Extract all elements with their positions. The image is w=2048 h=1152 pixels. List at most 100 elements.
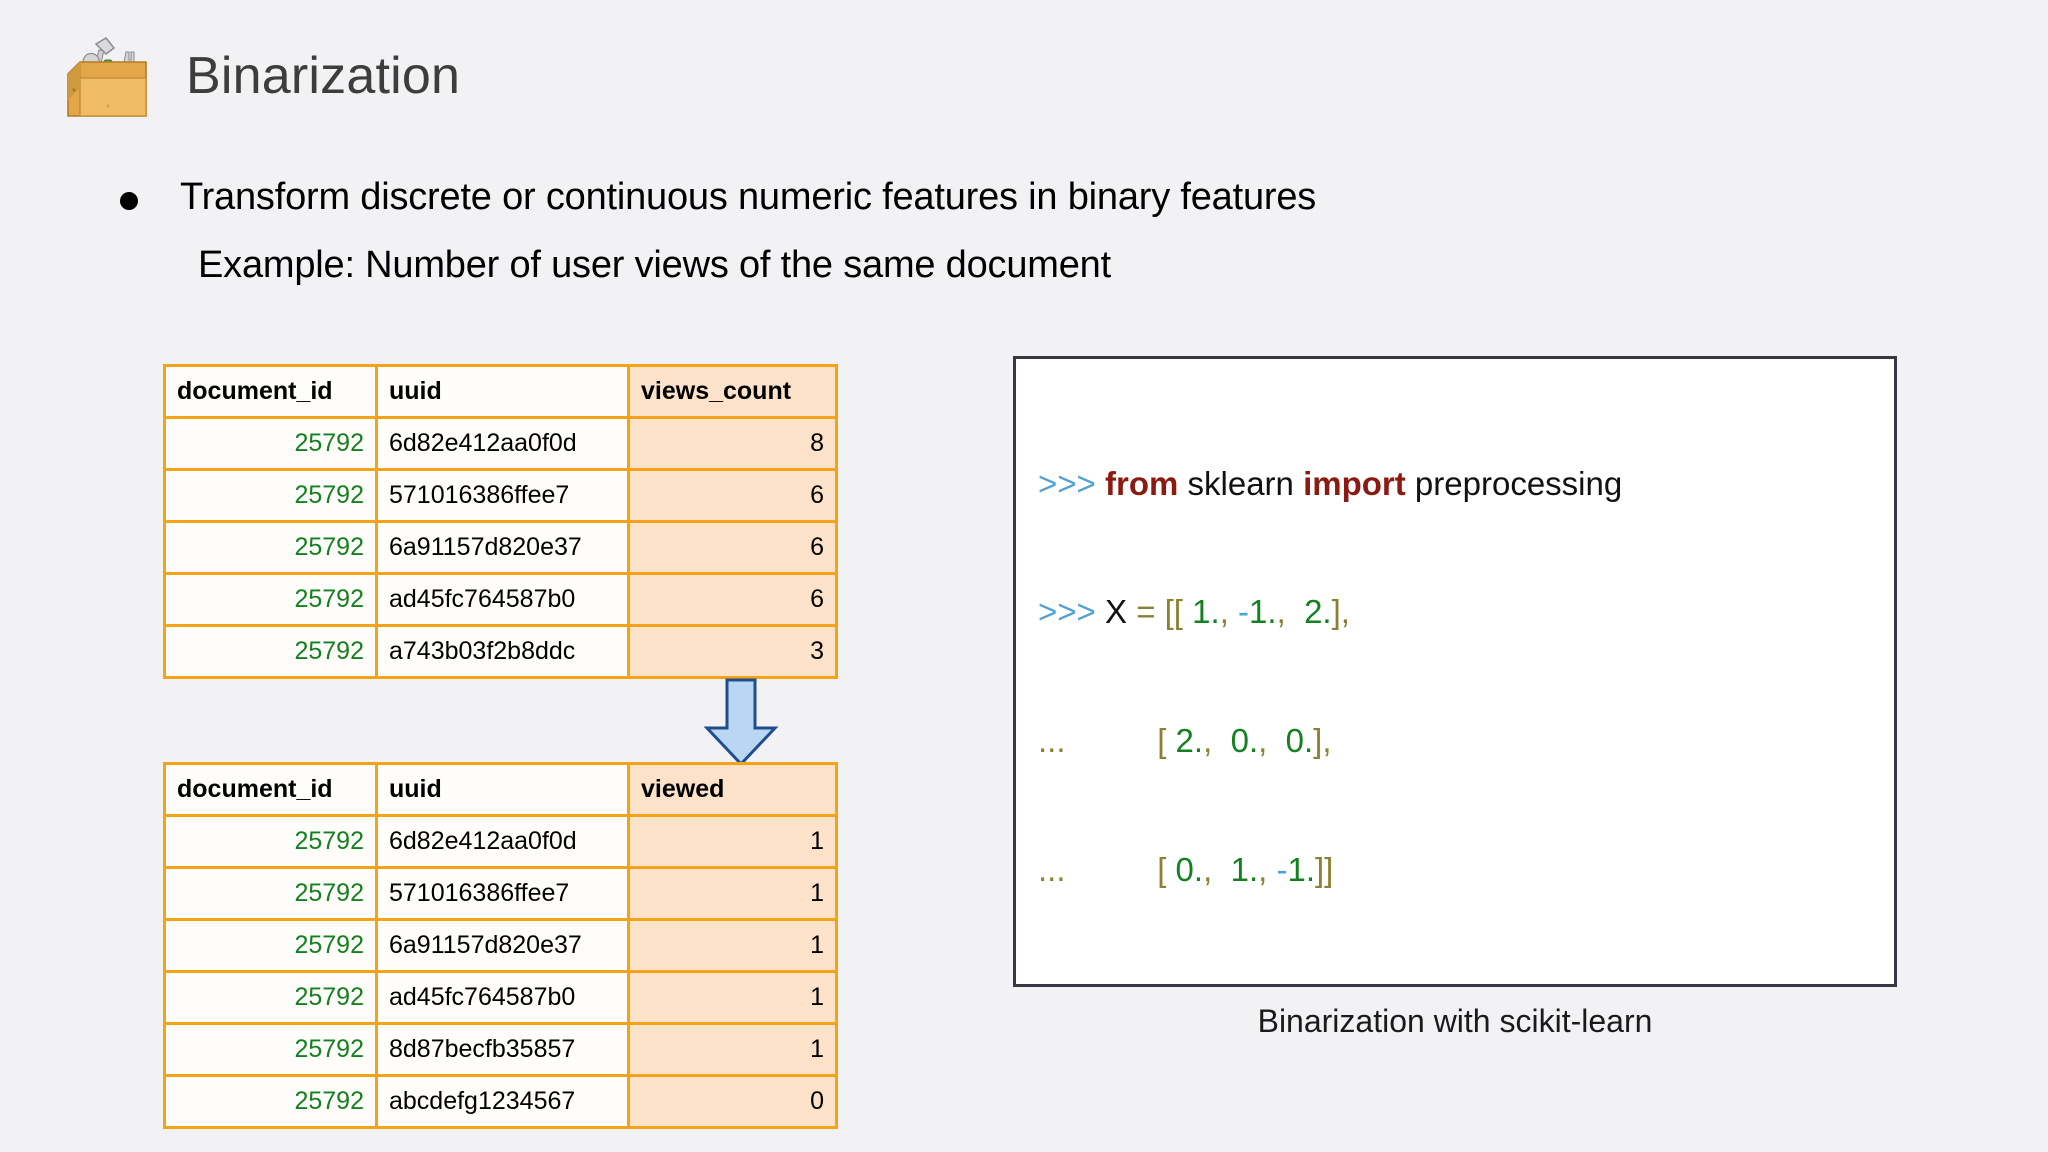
code-number: 0. [1230,722,1259,760]
cell-uuid: abcdefg1234567 [375,1074,630,1129]
cell-document-id: 25792 [163,1022,378,1077]
table-header-row: document_id uuid views_count [163,364,838,419]
cell-uuid: 571016386ffee7 [375,866,630,921]
code-number: 0. [1285,722,1314,760]
bullet-text-example: Example: Number of user views of the sam… [198,243,1111,286]
code-line: ... [ 2., 0., 0.], [1038,720,1872,763]
table-row: 25792 ad45fc764587b0 6 [163,572,838,627]
code-module-sklearn: sklearn [1187,464,1294,502]
code-prompt: >>> [1038,593,1096,631]
column-header-views-count: views_count [627,364,838,419]
cell-viewed: 1 [627,970,838,1025]
table-row: 25792 571016386ffee7 6 [163,468,838,523]
code-minus: - [1238,593,1250,631]
column-header-viewed: viewed [627,762,838,817]
code-bracket: ] [1331,593,1341,631]
code-comma: , [1203,850,1213,888]
cell-viewed: 1 [627,918,838,973]
page-title: Binarization [186,47,461,105]
code-number: 1. [1287,850,1315,888]
table-row: 25792 a743b03f2b8ddc 3 [163,624,838,679]
cell-document-id: 25792 [163,970,378,1025]
code-operator-assign: = [1136,593,1156,631]
table-row: 25792 abcdefg1234567 0 [163,1074,838,1129]
code-module-preprocessing: preprocessing [1414,464,1623,502]
code-comma: , [1322,722,1332,760]
cell-viewed: 1 [627,866,838,921]
bullet-item: Transform discrete or continuous numeric… [120,175,1920,220]
cell-uuid: ad45fc764587b0 [375,970,630,1025]
code-comma: , [1276,593,1286,631]
code-continuation-prompt: ... [1038,850,1066,888]
cell-views-count: 6 [627,468,838,523]
cell-uuid: 6a91157d820e37 [375,918,630,973]
cell-document-id: 25792 [163,416,378,471]
code-number: 1. [1249,593,1277,631]
code-number: 2. [1166,722,1204,760]
column-header-uuid: uuid [375,762,630,817]
code-comma: , [1258,722,1268,760]
code-number: 2. [1304,593,1332,631]
cell-viewed: 0 [627,1074,838,1129]
code-minus: - [1276,850,1288,888]
cell-document-id: 25792 [163,1074,378,1129]
cell-document-id: 25792 [163,918,378,973]
views-count-table: document_id uuid views_count 25792 6d82e… [163,364,838,679]
table-row: 25792 571016386ffee7 1 [163,866,838,921]
cell-document-id: 25792 [163,814,378,869]
cell-document-id: 25792 [163,468,378,523]
cell-viewed: 1 [627,814,838,869]
code-blank-line [1038,977,1872,984]
toolbox-icon [67,37,147,117]
code-comma: , [1258,850,1268,888]
table-row: 25792 6d82e412aa0f0d 8 [163,416,838,471]
code-line: >>> X = [[ 1., -1., 2.], [1038,591,1872,634]
code-bracket: [ [1157,850,1167,888]
cell-views-count: 8 [627,416,838,471]
column-header-document-id: document_id [163,364,378,419]
cell-document-id: 25792 [163,866,378,921]
code-sample-panel: >>> from sklearn import preprocessing >>… [1013,356,1897,987]
table-row: 25792 6a91157d820e37 6 [163,520,838,575]
viewed-binary-table: document_id uuid viewed 25792 6d82e412aa… [163,762,838,1129]
cell-viewed: 1 [627,1022,838,1077]
cell-uuid: a743b03f2b8ddc [375,624,630,679]
cell-views-count: 3 [627,624,838,679]
code-bracket: [ [1157,722,1167,760]
table-row: 25792 6d82e412aa0f0d 1 [163,814,838,869]
cell-uuid: 6d82e412aa0f0d [375,814,630,869]
code-number: 1. [1230,850,1259,888]
column-header-document-id: document_id [163,762,378,817]
code-comma: , [1219,593,1229,631]
cell-uuid: ad45fc764587b0 [375,572,630,627]
bullet-block: Transform discrete or continuous numeric… [120,175,1920,288]
code-comma: , [1340,593,1350,631]
code-bracket: [[ [1164,593,1183,631]
bullet-text-primary: Transform discrete or continuous numeric… [180,176,1317,218]
code-continuation-prompt: ... [1038,722,1066,760]
slide-header: Binarization [62,28,460,124]
cell-document-id: 25792 [163,572,378,627]
cell-uuid: 571016386ffee7 [375,468,630,523]
cell-document-id: 25792 [163,624,378,679]
code-number: 0. [1166,850,1204,888]
code-line: ... [ 0., 1., -1.]] [1038,849,1872,892]
code-var-x: X [1105,593,1128,631]
code-keyword-import: import [1303,464,1406,502]
column-header-uuid: uuid [375,364,630,419]
table-row: 25792 6a91157d820e37 1 [163,918,838,973]
code-keyword-from: from [1105,464,1179,502]
cell-views-count: 6 [627,520,838,575]
code-bracket: ]] [1315,850,1334,888]
code-bracket: ] [1313,722,1323,760]
cell-uuid: 8d87becfb35857 [375,1022,630,1077]
down-arrow-icon [703,678,779,766]
cell-views-count: 6 [627,572,838,627]
code-prompt: >>> [1038,464,1096,502]
code-number: 1. [1182,593,1220,631]
bullet-dot-icon [120,192,138,210]
cell-uuid: 6a91157d820e37 [375,520,630,575]
code-line: >>> from sklearn import preprocessing [1038,463,1872,506]
table-header-row: document_id uuid viewed [163,762,838,817]
